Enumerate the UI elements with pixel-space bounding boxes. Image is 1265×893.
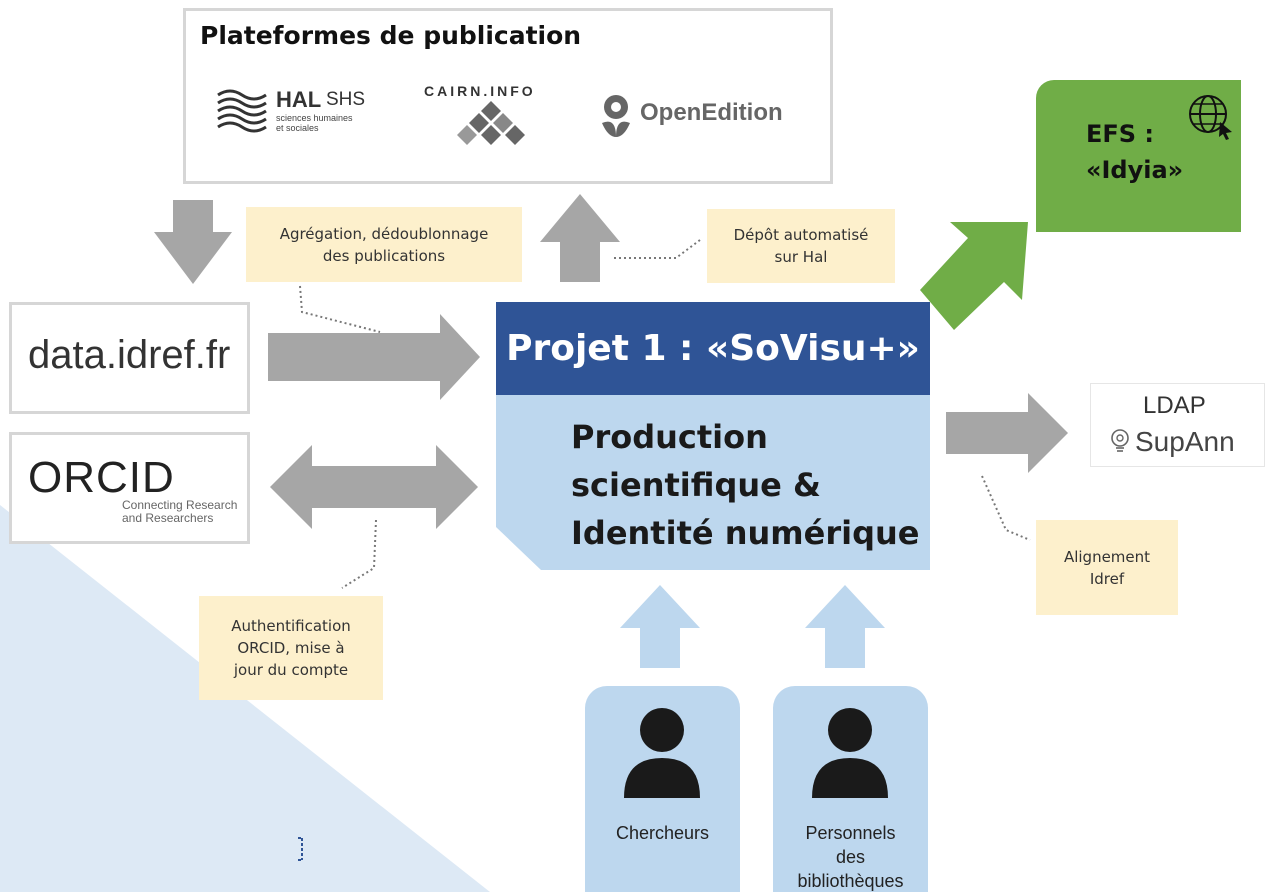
green-arrow-efs xyxy=(920,222,1028,330)
person-icon xyxy=(624,708,700,798)
up-arrow-personnels xyxy=(805,585,885,668)
ldap-box: LDAP SupAnn xyxy=(1090,383,1265,467)
note-aggregation: Agrégation, dédoublonnage des publicatio… xyxy=(246,207,522,282)
efs-label: EFS : «Idyia» xyxy=(1086,120,1184,184)
orcid-tagline: Connecting Research and Researchers xyxy=(122,498,238,525)
connector-depot xyxy=(614,239,701,259)
cairn-text: CAIRN.INFO xyxy=(424,83,536,99)
connector-alignement xyxy=(981,475,1031,541)
project-title: Projet 1 : «SoVisu+» xyxy=(496,302,930,395)
up-arrow-platforms xyxy=(540,194,620,282)
supann-label: SupAnn xyxy=(1135,426,1235,457)
globe-cursor-icon xyxy=(1189,95,1232,140)
down-arrow-platforms xyxy=(154,200,232,284)
note-orcid-auth: Authentification ORCID, mise à jour du c… xyxy=(199,596,383,700)
dataidref-label: data.idref.fr xyxy=(28,333,231,377)
platforms-title: Plateformes de publication xyxy=(200,21,582,50)
cairn-logo: CAIRN.INFO xyxy=(424,83,564,153)
openedition-logo: OpenEdition xyxy=(598,93,818,143)
user-label-chercheurs: Chercheurs xyxy=(615,823,710,843)
up-arrow-chercheurs xyxy=(620,585,700,668)
hal-wave-icon xyxy=(217,89,267,133)
note-depot: Dépôt automatisé sur Hal xyxy=(707,209,895,283)
hal-main-text: HAL xyxy=(276,87,322,112)
connector-aggregation xyxy=(299,285,381,333)
connector-orcid-auth xyxy=(341,519,377,589)
dataidref-box: data.idref.fr xyxy=(9,302,250,414)
user-card-chercheurs: Chercheurs xyxy=(585,686,740,892)
double-arrow-orcid xyxy=(270,445,478,529)
bulb-icon xyxy=(1111,429,1129,452)
right-arrow-ldap xyxy=(946,393,1068,473)
right-arrow-dataidref xyxy=(268,314,480,400)
orcid-box: ORCID Connecting Research and Researcher… xyxy=(9,432,250,544)
user-card-personnels: Personnels des bibliothèques xyxy=(773,686,928,892)
hal-shs-logo: HAL SHS sciences humaines et sociales xyxy=(214,85,384,145)
user-label-personnels: Personnels des bibliothèques xyxy=(797,823,904,891)
hal-subtitle: sciences humaines et sociales xyxy=(276,113,353,133)
efs-box: EFS : «Idyia» xyxy=(1036,80,1241,232)
project-box: Projet 1 : «SoVisu+» Production scientif… xyxy=(496,302,930,570)
person-icon xyxy=(812,708,888,798)
platforms-box: Plateformes de publication HAL SHS scien… xyxy=(183,8,833,184)
orcid-logo: ORCID xyxy=(28,453,175,502)
cairn-diamond-icon xyxy=(457,101,525,145)
openedition-text: OpenEdition xyxy=(640,99,783,126)
note-alignement: Alignement Idref xyxy=(1036,520,1178,615)
project-body: Production scientifique & Identité numér… xyxy=(571,418,920,552)
project-body-shape xyxy=(496,395,930,570)
openedition-icon xyxy=(602,95,630,137)
small-bracket-mark xyxy=(298,837,303,861)
hal-suffix-text: SHS xyxy=(326,89,366,110)
ldap-label: LDAP xyxy=(1143,392,1206,419)
